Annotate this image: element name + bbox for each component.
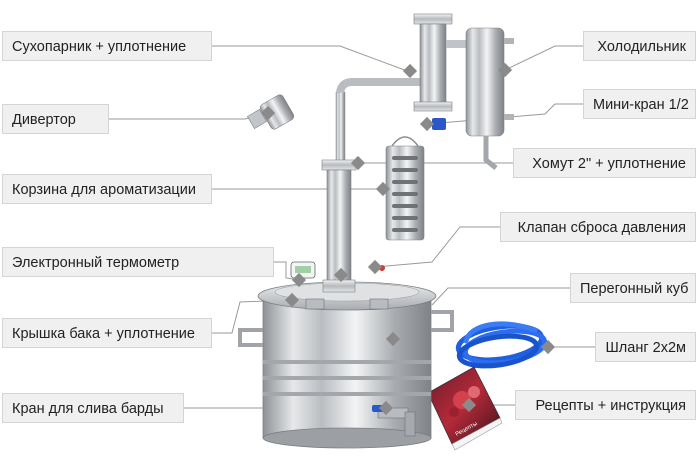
marker-korzina	[375, 181, 391, 197]
label-khomut: Хомут 2" + уплотнение	[513, 148, 696, 178]
marker-divertor	[260, 105, 276, 121]
marker-recepty	[461, 397, 477, 413]
leader-kub	[431, 287, 570, 306]
marker-column	[333, 267, 349, 283]
marker-kryshka	[284, 292, 300, 308]
hose	[455, 321, 548, 369]
marker-kholodilnik	[497, 62, 513, 78]
label-kub: Перегонный куб	[570, 273, 696, 303]
label-kryshka: Крышка бака + уплотнение	[2, 318, 212, 348]
label-recepty: Рецепты + инструкция	[515, 390, 696, 420]
leader-kholodilnik	[504, 45, 583, 71]
marker-shlang	[540, 339, 556, 355]
label-shlang: Шланг 2х2м	[595, 332, 696, 362]
marker-klapan	[367, 259, 383, 275]
marker-kran	[378, 400, 394, 416]
marker-mini-kran	[419, 116, 435, 132]
markers	[260, 62, 556, 416]
label-klapan: Клапан сброса давления	[500, 212, 696, 242]
marker-khomut	[350, 155, 366, 171]
divertor-fitting	[247, 94, 295, 130]
marker-kub	[385, 331, 401, 347]
label-termometr: Электронный термометр	[2, 247, 274, 277]
leader-termometr	[274, 261, 300, 281]
marker-termometr	[291, 272, 307, 288]
leader-klapan	[375, 226, 500, 268]
label-kran: Кран для слива барды	[2, 393, 184, 423]
label-korzina: Корзина для ароматизации	[2, 174, 212, 204]
leader-sukhoparnik	[212, 45, 411, 73]
distillation-pot	[238, 281, 454, 449]
label-sukhoparnik: Сухопарник + уплотнение	[2, 31, 212, 61]
recipe-book: Рецепты	[427, 366, 503, 451]
label-mini-kran: Мини-кран 1/2	[583, 89, 696, 119]
dry-steamer	[413, 13, 470, 112]
condenser	[432, 27, 514, 170]
aroma-basket	[385, 136, 425, 241]
label-kholodilnik: Холодильник	[583, 31, 696, 61]
leader-divertor	[109, 112, 269, 120]
column	[321, 78, 425, 293]
label-divertor: Дивертор	[2, 104, 109, 134]
marker-sukhoparnik	[402, 63, 418, 79]
